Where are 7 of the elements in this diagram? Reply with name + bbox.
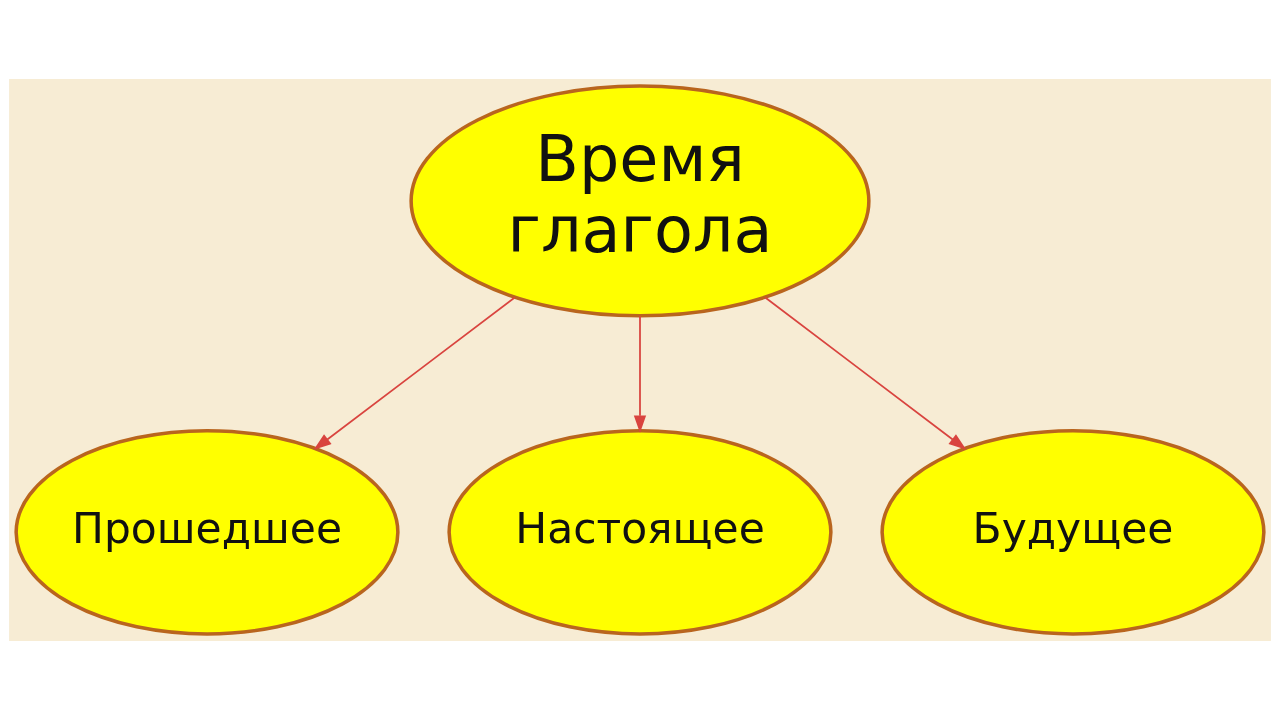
arrow bbox=[633, 315, 647, 434]
arrow bbox=[764, 296, 967, 450]
node-ellipse: Время глагола bbox=[409, 84, 871, 318]
arrow bbox=[313, 296, 516, 450]
node-ellipse: Будущее bbox=[880, 428, 1266, 636]
node-ellipse: Прошедшее bbox=[14, 428, 400, 636]
node-ellipse: Настоящее bbox=[447, 428, 833, 636]
